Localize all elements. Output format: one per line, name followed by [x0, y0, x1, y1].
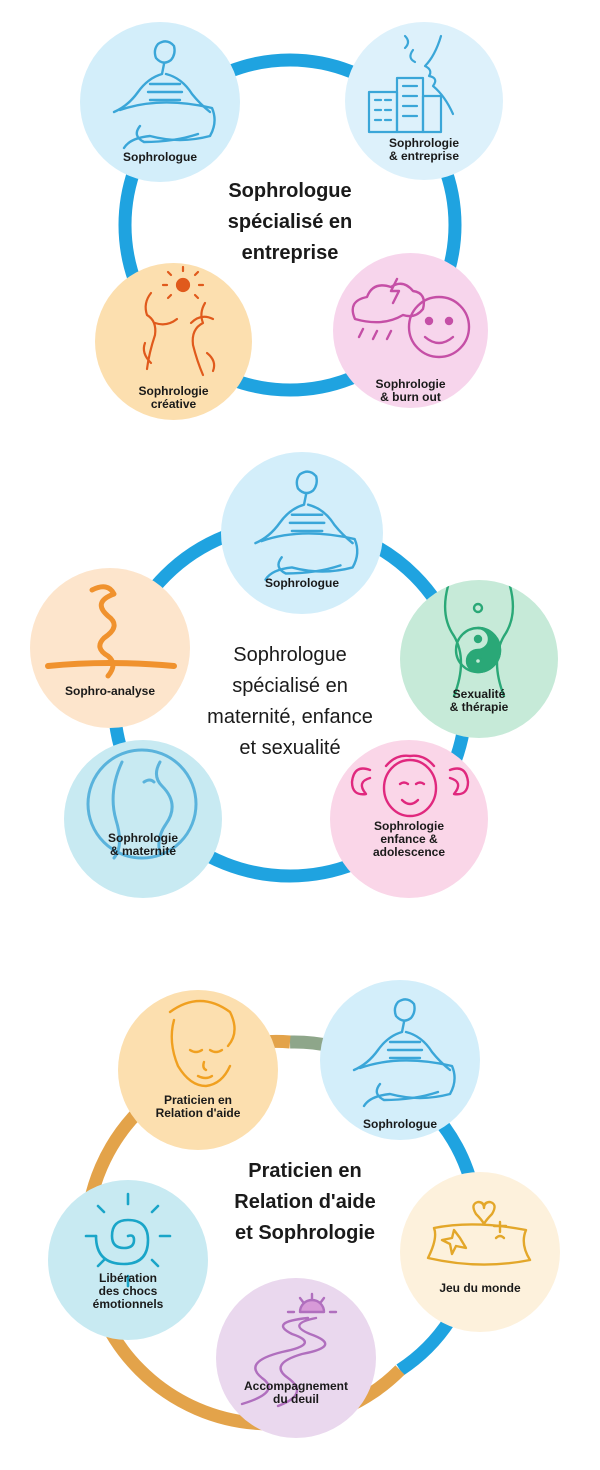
node-label: Sophrologue — [363, 1117, 437, 1131]
node-label: Sophrologue — [123, 150, 197, 164]
center-title: Sophrologue spécialisé en entreprise — [227, 180, 353, 264]
node-praticien-relation-aide[interactable]: Praticien en Relation d'aide — [118, 990, 278, 1150]
node-sophrologie-entreprise[interactable]: Sophrologie & entreprise — [345, 22, 503, 180]
node-sophrologie-creative[interactable]: Sophrologie créative — [95, 263, 252, 420]
node-label: Sophrologue — [265, 576, 339, 590]
node-sophrologie-enfance[interactable]: Sophrologie enfance & adolescence — [330, 740, 488, 898]
node-label: Sexualité & thérapie — [449, 687, 509, 714]
node-label: Libération des chocs émotionnels — [92, 1271, 164, 1311]
node-label: Sophrologie & entreprise — [388, 136, 460, 163]
seated-meditation-icon — [112, 40, 216, 150]
winding-path-sunset-icon — [240, 1292, 338, 1408]
city-breath-icon — [367, 34, 455, 134]
diagram-relation-aide: Praticien en Relation d'aide Sophrologue… — [0, 960, 600, 1470]
sand-tray-icon — [426, 1200, 532, 1266]
child-face-icon — [350, 754, 470, 818]
node-label: Accompagnement du deuil — [243, 1379, 349, 1406]
spiral-sun-icon — [84, 1192, 172, 1288]
seated-meditation-icon — [254, 470, 359, 581]
yin-yang-body-icon — [443, 584, 515, 698]
node-label: Sophro-analyse — [64, 684, 156, 698]
seated-meditation-icon — [352, 998, 456, 1108]
node-label: Jeu du monde — [439, 1281, 521, 1295]
node-label: Sophrologie enfance & adolescence — [372, 819, 446, 859]
node-label: Praticien en Relation d'aide — [155, 1093, 241, 1120]
dancers-sun-icon — [142, 265, 216, 377]
pregnant-silhouette-icon — [86, 748, 198, 860]
node-label: Sophrologie créative — [138, 384, 209, 411]
node-sophrologue[interactable]: Sophrologue — [221, 452, 383, 614]
node-sophrologie-burn-out[interactable]: Sophrologie & burn out — [333, 253, 488, 408]
serene-face-icon — [168, 999, 236, 1088]
connection-ring — [118, 53, 462, 397]
flame-line-icon — [45, 584, 177, 679]
node-jeu-du-monde[interactable]: Jeu du monde — [400, 1172, 560, 1332]
node-liberation-chocs[interactable]: Libération des chocs émotionnels — [48, 1180, 208, 1340]
diagram-entreprise: Sophrologue Sophrologie & entreprise — [0, 0, 600, 440]
node-accompagnement-deuil[interactable]: Accompagnement du deuil — [216, 1278, 376, 1438]
node-sophrologie-maternite[interactable]: Sophrologie & maternité — [64, 740, 222, 898]
node-sophrologue[interactable]: Sophrologue — [320, 980, 480, 1140]
center-title: Sophrologue spécialisé en maternité, enf… — [207, 644, 373, 759]
center-title: Praticien en Relation d'aide et Sophrolo… — [234, 1160, 376, 1244]
node-sophrologue[interactable]: Sophrologue — [80, 22, 240, 182]
diagram-maternite: Sophrologue Sophro-analyse Sexualité & t… — [0, 440, 600, 960]
node-label: Sophrologie & burn out — [375, 377, 446, 404]
node-sexualite-therapie[interactable]: Sexualité & thérapie — [400, 580, 558, 738]
node-label: Sophrologie & maternité — [108, 831, 178, 858]
node-sophro-analyse[interactable]: Sophro-analyse — [30, 568, 190, 728]
storm-smiley-icon — [351, 277, 471, 359]
